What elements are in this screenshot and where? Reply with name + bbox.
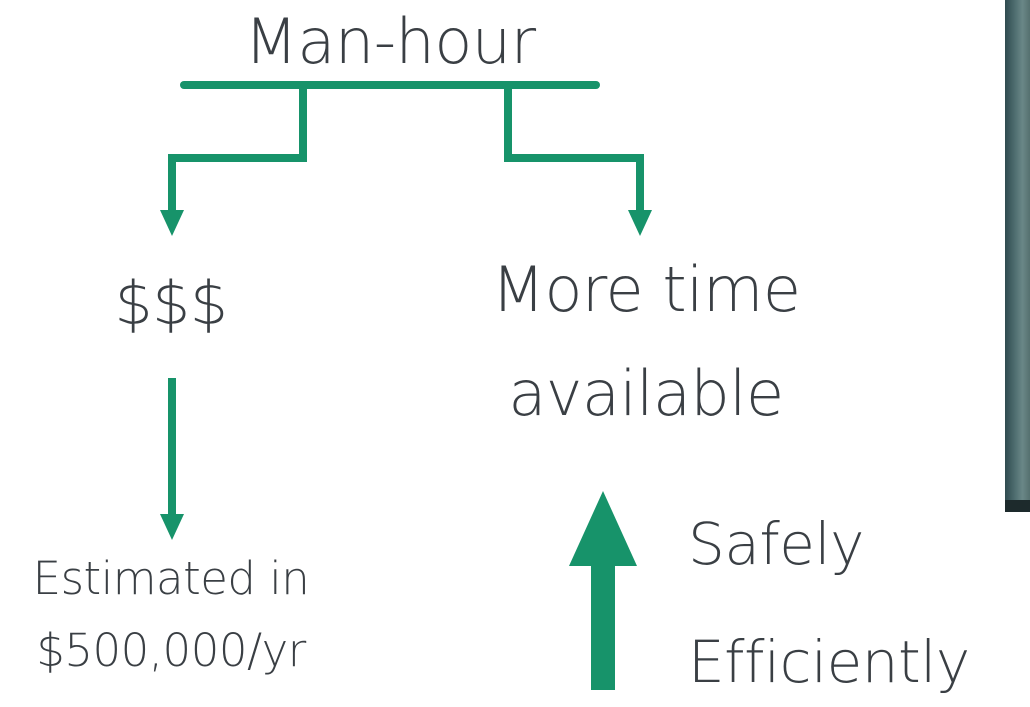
- side-photo-shadow: [1005, 500, 1030, 512]
- time-label-line1: More time: [491, 253, 801, 326]
- root-label: Man-hour: [244, 5, 536, 78]
- connector-to-time: [504, 85, 644, 212]
- estimate-label-line2: $500,000/yr: [36, 624, 306, 677]
- connector-to-cost: [168, 85, 307, 212]
- side-photo-image: [1005, 0, 1030, 510]
- qualifier-safely: Safely: [688, 510, 864, 578]
- cost-label: $$$: [114, 269, 228, 339]
- arrowhead-time: [628, 210, 652, 236]
- arrowhead-estimate: [160, 514, 184, 540]
- time-label-line2: available: [508, 357, 784, 430]
- increase-arrow-icon: [569, 491, 637, 690]
- qualifier-efficiently: Efficiently: [688, 628, 970, 696]
- arrowhead-cost: [160, 210, 184, 236]
- estimate-label-line1: Estimated in: [32, 552, 310, 605]
